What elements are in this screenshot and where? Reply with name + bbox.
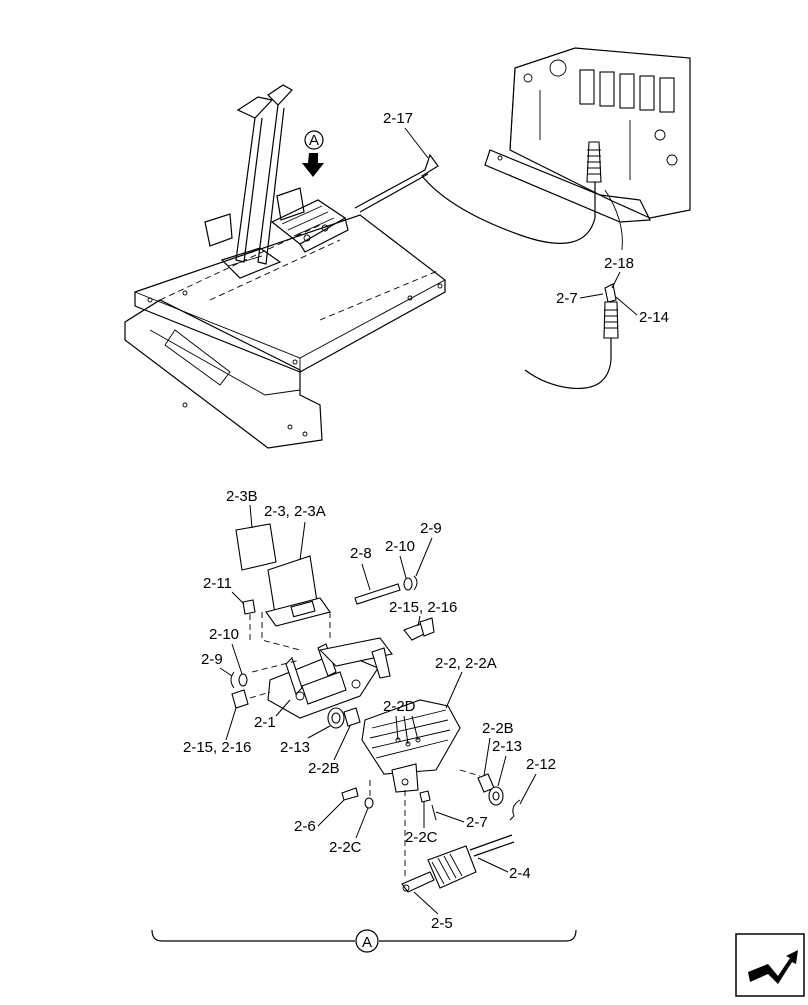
callout-2-15-2-16-left: 2-15, 2-16 [183,739,251,756]
clip-2-9-left [230,671,235,689]
cable-2-4 [401,834,515,893]
clip-2-12 [509,799,521,821]
callout-2-3b: 2-3B [226,488,258,505]
pin-2-6 [341,787,359,801]
callout-2-2c-left: 2-2C [329,839,362,856]
pin-2-8 [354,583,401,605]
view-a-arrow: A [302,130,324,177]
callout-2-13-left: 2-13 [280,739,310,756]
callout-2-10-right: 2-10 [385,538,415,555]
washer-2-10-right [403,577,413,591]
view-marker-label-bottom: A [362,934,372,951]
bracket-2-1 [267,637,393,719]
view-marker-circle-bottom [355,929,379,953]
callout-2-2d: 2-2D [383,698,416,715]
callout-2-2b-left: 2-2B [308,760,340,777]
clip-2-9-right [413,575,418,591]
callout-2-2-2-2a: 2-2, 2-2A [435,655,497,672]
machine-frame [124,214,446,449]
callout-2-7-bottom: 2-7 [466,814,488,831]
callout-2-8: 2-8 [350,545,372,562]
cotter-2-7 [431,804,437,821]
bolt-2-11 [242,599,256,615]
bushing-2-2c-right [419,790,431,803]
fitting-2-15-left [231,689,249,709]
view-a-bracket: A [151,929,577,953]
callout-2-9-right: 2-9 [420,520,442,537]
callout-2-2b-right: 2-2B [482,720,514,737]
callout-2-17: 2-17 [383,110,413,127]
pedal-assembly-top [270,187,349,253]
clevis-2-5 [401,871,435,893]
pedal-2-2 [361,699,461,793]
view-marker-circle [304,130,324,150]
exploded-parts [230,523,521,893]
travel-levers [204,84,293,279]
leader-2-7-top [579,293,604,299]
callout-2-6: 2-6 [294,818,316,835]
view-marker-label: A [309,132,319,149]
leader-2-14 [615,296,638,316]
callout-2-14: 2-14 [639,309,669,326]
washer-2-10-left [238,673,248,687]
leader-2-18 [611,271,621,289]
callout-2-15-2-16-right: 2-15, 2-16 [389,599,457,616]
callout-2-5: 2-5 [431,915,453,932]
callout-2-10-left: 2-10 [209,626,239,643]
cable-2-18 [524,283,619,390]
callout-2-4: 2-4 [509,865,531,882]
callout-2-3-2-3a: 2-3, 2-3A [264,503,326,520]
top-callouts: 2-17 2-18 2-7 2-14 [383,110,669,326]
bottom-callouts: 2-3B 2-3, 2-3A 2-9 2-10 2-8 2-11 2-15, 2… [183,488,556,932]
callout-2-1: 2-1 [254,714,276,731]
bushing-2-2b-left [343,707,361,727]
callout-2-11: 2-11 [203,575,232,592]
callout-2-12: 2-12 [526,756,556,773]
bushing-2-2c-left [364,797,374,809]
pad-2-3b [235,523,277,571]
next-page-arrow-icon[interactable] [735,933,805,997]
control-valve [484,47,691,223]
callout-2-9-left: 2-9 [201,651,223,668]
callout-2-18: 2-18 [604,255,634,272]
callout-2-2c-right: 2-2C [405,829,438,846]
cable-2-17 [354,141,623,251]
callout-2-7-top: 2-7 [556,290,578,307]
down-arrow-icon [302,153,324,177]
callout-2-13-right: 2-13 [492,738,522,755]
leader-2-17 [404,127,429,159]
